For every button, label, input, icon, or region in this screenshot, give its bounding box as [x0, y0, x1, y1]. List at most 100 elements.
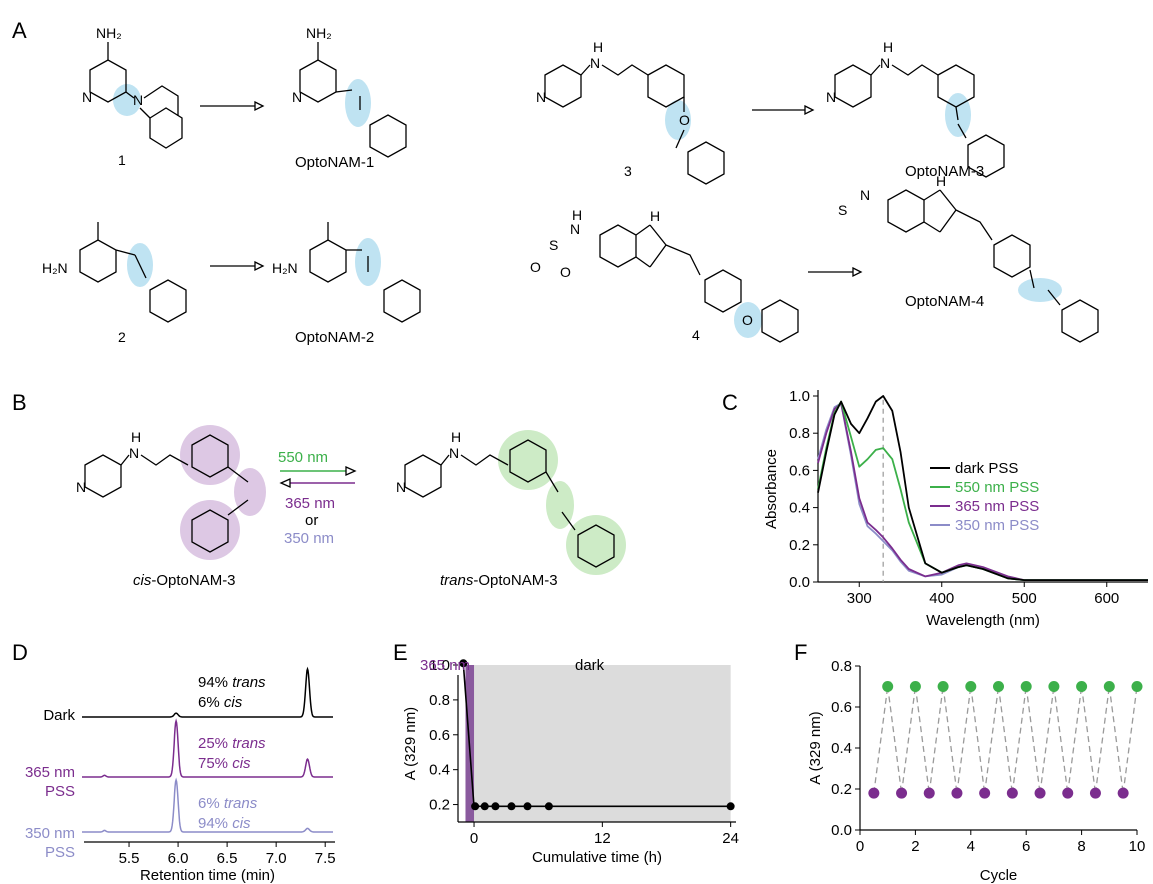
cycle-connector	[956, 686, 972, 794]
data-point-trans	[993, 681, 1004, 692]
y-tick-label: 0.4	[429, 762, 450, 779]
atom-label: H	[131, 429, 141, 445]
data-point	[491, 802, 500, 811]
data-point-trans	[909, 681, 921, 692]
x-tick-label: 400	[929, 590, 954, 607]
data-point-trans	[1076, 681, 1088, 692]
data-point-trans	[882, 681, 894, 692]
atom-label: N	[570, 221, 580, 237]
x-tick-label: 6.5	[217, 850, 238, 867]
structure-cis-optonam-3: N N H	[76, 425, 266, 560]
atom-label: S	[549, 237, 558, 253]
data-point	[726, 802, 735, 811]
cycle-connector	[1108, 686, 1124, 794]
x-tick-label: 12	[594, 830, 611, 847]
y-tick-label: 0.2	[831, 781, 852, 798]
label-365nm: 365 nm	[285, 495, 335, 512]
350-cis-percent: 94% cis	[198, 815, 251, 832]
panel-letter-c: C	[722, 390, 738, 415]
y-tick-label: 0.0	[831, 822, 852, 839]
x-tick-label: 7.5	[315, 850, 336, 867]
atom-label: H	[451, 429, 461, 445]
label-or: or	[305, 512, 318, 529]
data-point-trans	[937, 681, 949, 692]
panel-letter-a: A	[12, 18, 27, 43]
cycle-connector	[914, 686, 930, 794]
atom-label: N	[129, 445, 139, 461]
y-tick-label: 1.0	[429, 657, 450, 674]
cycle-connector	[942, 686, 958, 794]
trace-label-350: 350 nm	[25, 825, 75, 842]
atom-label: N	[880, 55, 890, 71]
atom-label: H	[572, 207, 582, 223]
cycle-connector	[928, 686, 944, 794]
atom-label: H	[883, 39, 893, 55]
compound-label-optonam-4: OptoNAM-4	[905, 293, 984, 310]
x-tick-label: 10	[1129, 838, 1146, 855]
label-350nm: 350 nm	[284, 530, 334, 547]
structure-trans-optonam-3: N N H	[396, 429, 626, 575]
cycle-connector	[997, 686, 1013, 794]
365-cis-percent: 75% cis	[198, 755, 251, 772]
panel-a-structures: NH₂ N N 1 NH₂ N OptoNAM-1 H₂N	[42, 25, 1099, 346]
x-tick-label: 4	[967, 838, 975, 855]
x-tick-label: 6	[1022, 838, 1030, 855]
trace-label-365: 365 nm	[25, 764, 75, 781]
atom-label: H	[936, 173, 946, 189]
y-tick-label: 0.4	[789, 500, 810, 517]
structure-optonam-4: S N H	[838, 173, 1099, 343]
label-dark-period: dark	[575, 657, 605, 674]
atom-label: O	[560, 264, 571, 280]
compound-label-3: 3	[624, 163, 632, 179]
chromatogram-trace	[82, 718, 333, 778]
atom-label: N	[292, 89, 302, 105]
data-point-cis	[1006, 787, 1018, 799]
cycle-connector	[1053, 686, 1069, 794]
atom-label: N	[536, 89, 546, 105]
data-point-cis	[923, 787, 935, 799]
y-tick-label: 0.8	[831, 658, 852, 675]
data-point-trans	[1020, 681, 1032, 692]
compound-label-2: 2	[118, 329, 126, 345]
atom-label: N	[449, 445, 459, 461]
data-point-cis	[1089, 787, 1101, 799]
structure-compound-3: N N H O	[536, 39, 725, 185]
panel-letter-d: D	[12, 640, 28, 665]
atom-label: H₂N	[272, 260, 298, 276]
axis-label-x: Wavelength (nm)	[926, 612, 1040, 629]
atom-label: N	[590, 55, 600, 71]
x-tick-label: 24	[722, 830, 739, 847]
atom-label: H	[650, 208, 660, 224]
data-point	[507, 802, 516, 811]
cycle-connector	[1080, 686, 1097, 794]
350-trans-percent: 6% trans	[198, 795, 258, 812]
label-550nm: 550 nm	[278, 449, 328, 466]
data-point-cis	[979, 787, 991, 799]
compound-label-1: 1	[118, 152, 126, 168]
x-tick-label: 8	[1077, 838, 1085, 855]
data-point	[459, 659, 468, 668]
atom-label: S	[838, 202, 847, 218]
cycle-connector	[873, 686, 889, 794]
axis-label-y: A (329 nm)	[807, 711, 824, 784]
atom-label: N	[133, 92, 143, 108]
x-tick-label: 300	[847, 590, 872, 607]
legend-label: dark PSS	[955, 460, 1018, 477]
compound-label-4: 4	[692, 327, 700, 343]
cycle-connector	[984, 686, 1000, 794]
data-point-trans	[965, 681, 977, 692]
axis-label-y: A (329 nm)	[402, 707, 419, 780]
data-point-trans	[1131, 681, 1143, 692]
x-tick-label: 7.0	[266, 850, 287, 867]
data-point-trans	[1103, 681, 1115, 692]
data-point	[471, 802, 480, 811]
atom-label: H	[593, 39, 603, 55]
y-tick-label: 1.0	[789, 388, 810, 405]
atom-label: N	[82, 89, 92, 105]
panel-letter-b: B	[12, 390, 27, 415]
cycle-connector	[970, 686, 986, 794]
panel-letter-e: E	[393, 640, 408, 665]
atom-label: NH₂	[306, 25, 332, 41]
